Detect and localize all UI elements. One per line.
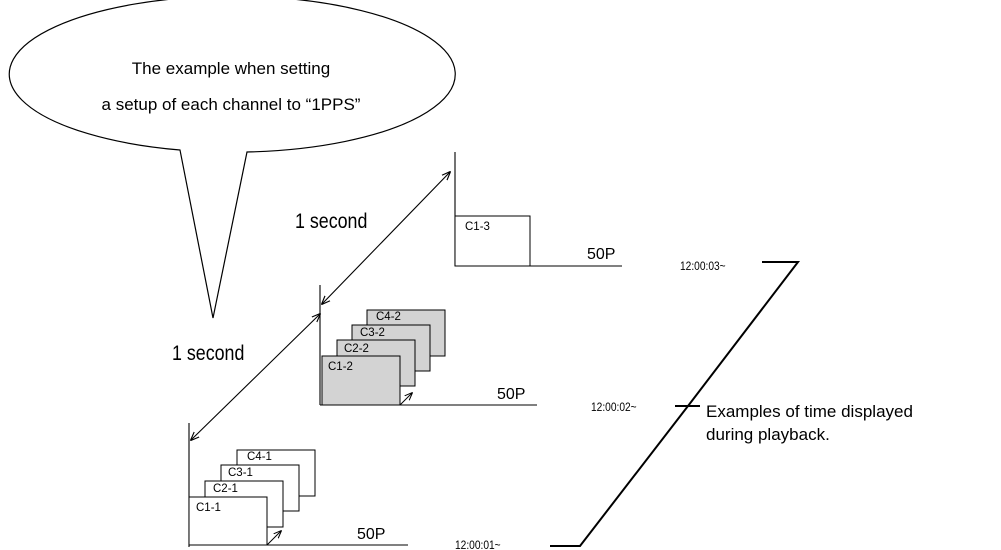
frame-label-c4-2: C4-2: [376, 311, 401, 323]
interval-arrows: 1 second 1 second: [172, 172, 450, 440]
interval-arrow-1: [191, 314, 320, 440]
frame-group-1: C4-1 C3-1 C2-1 C1-1 50P: [188, 423, 408, 547]
frame-c1-3: [454, 215, 531, 267]
group-3-rate: 50P: [587, 246, 615, 263]
caption-line-2: during playback.: [706, 425, 830, 444]
frame-c1-1: [188, 496, 268, 546]
caption-line-1: Examples of time displayed: [706, 402, 913, 421]
time-staircase: 12:00:01~ 12:00:02~ 12:00:03~ Examples o…: [455, 260, 913, 550]
interval-arrow-2: [322, 172, 450, 304]
staircase-line: [550, 261, 801, 547]
frame-label-c1-3: C1-3: [465, 221, 490, 233]
interval-label-1: 1 second: [172, 342, 244, 366]
group-1-corner-arrow: [266, 531, 281, 546]
callout-bubble: The example when setting a setup of each…: [8, 0, 456, 319]
callout-line-1: The example when setting: [132, 59, 330, 78]
group-1-rate: 50P: [357, 526, 385, 543]
time-label-1: 12:00:01~: [455, 539, 501, 550]
time-label-3: 12:00:03~: [680, 260, 726, 273]
frame-label-c2-1: C2-1: [213, 483, 238, 495]
frame-label-c3-2: C3-2: [360, 327, 385, 339]
frame-group-2: C4-2 C3-2 C2-2 C1-2 50P: [319, 285, 537, 406]
callout-line-2: a setup of each channel to “1PPS”: [102, 95, 361, 114]
frame-label-c4-1: C4-1: [247, 451, 272, 463]
group-2-corner-arrow: [399, 393, 412, 406]
group-2-rate: 50P: [497, 386, 525, 403]
interval-label-2: 1 second: [295, 210, 367, 234]
frame-label-c2-2: C2-2: [344, 343, 369, 355]
time-label-2: 12:00:02~: [591, 401, 637, 414]
frame-c1-2: [321, 355, 401, 406]
frame-label-c3-1: C3-1: [228, 467, 253, 479]
frame-group-3: C1-3 50P: [454, 152, 622, 267]
frame-label-c1-1: C1-1: [196, 502, 221, 514]
frame-label-c1-2: C1-2: [328, 361, 353, 373]
